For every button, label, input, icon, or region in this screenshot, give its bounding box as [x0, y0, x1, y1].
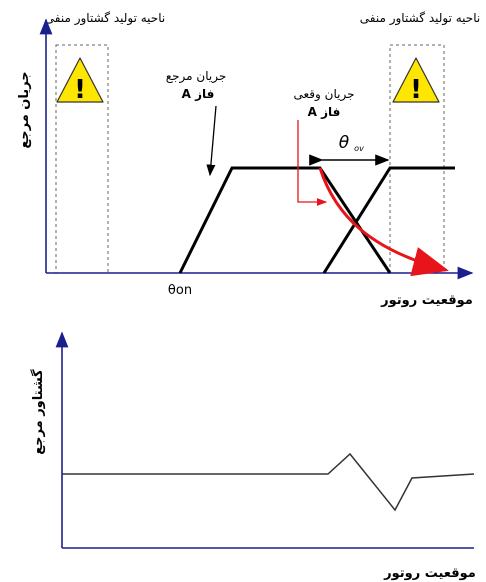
- bottom-x-axis-label: موقعیت روتور: [383, 566, 476, 581]
- top-x-axis-label: موقعیت روتور: [380, 293, 473, 308]
- zone-right-label: ناحیه تولید گشتاور منفی: [360, 11, 480, 26]
- arrow-icon: [297, 120, 328, 206]
- theta-subscript: ov: [354, 144, 364, 153]
- actual-current-label-line1: جریان وقعی: [294, 87, 355, 102]
- reference-current-trace: [178, 166, 392, 274]
- actual-current-label-line2: فاز A: [308, 105, 341, 119]
- ref-current-label-line2: فاز A: [182, 87, 215, 101]
- warning-icon: !: [392, 57, 440, 105]
- top-y-axis-label: جریان مرجع: [17, 71, 32, 148]
- svg-text:!: !: [410, 75, 422, 105]
- arrow-icon: [206, 105, 217, 177]
- bottom-diagram: گشتاور مرجع موقعیت روتور: [30, 331, 476, 581]
- warning-icon: !: [56, 57, 104, 105]
- top-diagram: ناحیه تولید گشتاور منفی ناحیه تولید گشتا…: [17, 11, 480, 308]
- theta-symbol: θ: [339, 133, 350, 153]
- next-phase-current-trace: [322, 166, 455, 274]
- bottom-y-axis-label: گشتاور مرجع: [30, 369, 46, 455]
- zone-left-label: ناحیه تولید گشتاور منفی: [45, 11, 165, 26]
- actual-current-trace: [318, 167, 449, 277]
- svg-text:!: !: [74, 75, 86, 105]
- reference-torque-trace: [62, 452, 475, 512]
- ref-current-label-line1: جریان مرجع: [166, 69, 227, 84]
- theta-on-label: θon: [168, 283, 192, 298]
